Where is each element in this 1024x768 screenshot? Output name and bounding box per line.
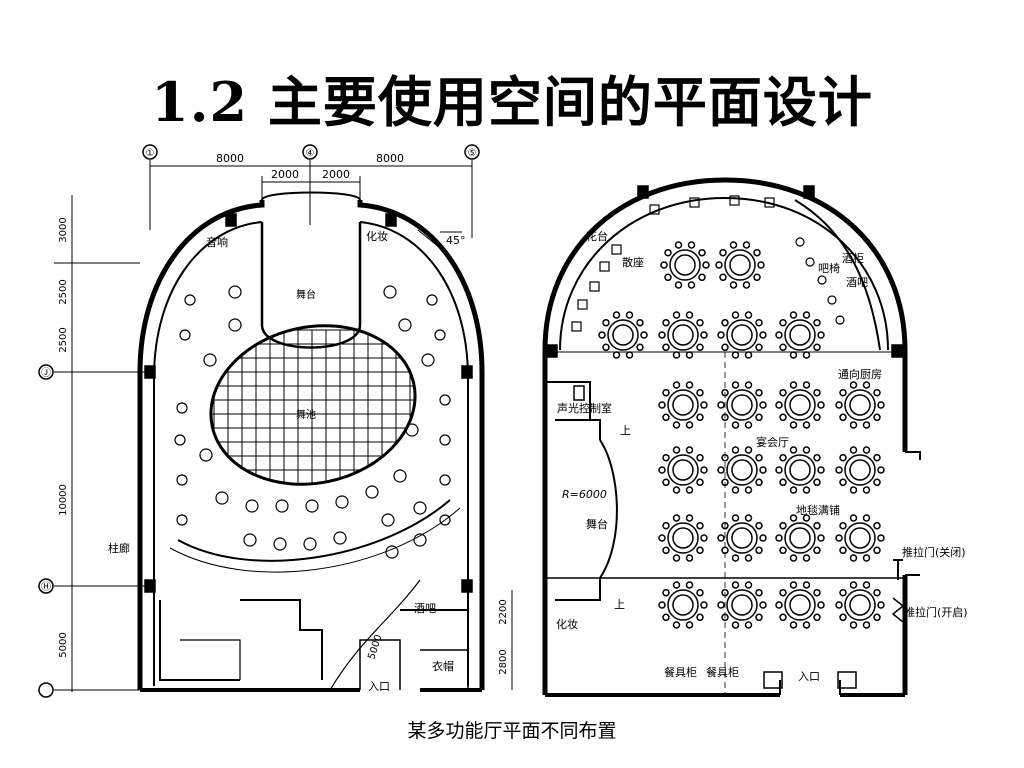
label-makeup: 化妆 (366, 229, 388, 243)
label-colonnade: 柱廊 (108, 541, 130, 555)
banquet-round-table (835, 381, 885, 429)
axis-label-4: ④ (306, 148, 315, 159)
label-entrance: 入口 (798, 670, 820, 683)
label-banquet-hall: 宴会厅 (756, 435, 789, 449)
banquet-round-table (717, 311, 767, 359)
axis-bubble-h (38, 578, 54, 594)
slide-title: 1.2 主要使用空间的平面设计 (151, 70, 873, 134)
banquet-round-table (775, 311, 825, 359)
banquet-round-table (835, 446, 885, 494)
label-sliding-closed: 推拉门(关闭) (902, 545, 966, 559)
label-cabinet-2: 餐具柜 (706, 665, 739, 679)
label-stage: 舞台 (586, 517, 608, 531)
banquet-round-table (658, 446, 708, 494)
banquet-round-table (717, 381, 767, 429)
dim-top-2: 2000 (271, 168, 299, 181)
banquet-round-table (598, 311, 648, 359)
label-sound: 音响 (206, 235, 228, 249)
banquet-round-table (658, 381, 708, 429)
banquet-round-table (775, 381, 825, 429)
left-plan-labels: ① ④ ⑤ Ⓙ Ⓗ 8000 2000 2000 8000 3000 2500 … (41, 148, 509, 693)
label-makeup: 化妆 (556, 617, 578, 631)
axis-label-j: Ⓙ (41, 367, 51, 379)
banquet-round-table (717, 446, 767, 494)
label-dance-floor: 舞池 (296, 408, 316, 421)
label-carpet: 地毯满铺 (796, 503, 840, 517)
banquet-round-table (658, 514, 708, 562)
label-bar: 酒吧 (414, 602, 436, 615)
dim-right-1: 2200 (498, 599, 509, 624)
banquet-round-table (775, 581, 825, 629)
axis-bubble-5 (464, 144, 480, 160)
axis-bubble-j (38, 364, 54, 380)
dim-side-5: 5000 (58, 632, 69, 657)
banquet-round-table (775, 446, 825, 494)
banquet-round-table (835, 581, 885, 629)
banquet-round-table (658, 581, 708, 629)
axis-label-1: ① (146, 148, 155, 159)
label-loose-seats: 散座 (622, 255, 644, 269)
banquet-round-table (835, 514, 885, 562)
label-sliding-open: 推拉门(开启) (904, 605, 968, 619)
label-bar: 酒吧 (846, 276, 868, 289)
label-bar-chairs: 吧椅 (818, 261, 840, 275)
figure-caption: 某多功能厅平面不同布置 (407, 720, 617, 742)
dim-top-4: 8000 (376, 152, 404, 165)
banquet-round-table (660, 241, 710, 289)
banquet-round-table (717, 581, 767, 629)
banquet-round-table (715, 241, 765, 289)
right-floor-plan (542, 177, 921, 697)
label-to-kitchen: 通向厨房 (838, 367, 882, 381)
angle-label: 45° (446, 234, 466, 247)
banquet-round-table (658, 311, 708, 359)
right-plan-labels: 花台 散座 酒柜 吧椅 酒吧 通向厨房 声光控制室 上 宴会厅 R=6000 舞… (556, 229, 968, 683)
dim-side-4: 10000 (58, 484, 69, 516)
label-up-1: 上 (620, 424, 631, 437)
dim-top-1: 8000 (216, 152, 244, 165)
label-flower-stand: 花台 (586, 229, 608, 243)
label-entrance: 入口 (368, 680, 390, 693)
label-stage: 舞台 (296, 288, 316, 301)
label-av-room: 声光控制室 (557, 401, 612, 415)
dim-side-2: 2500 (58, 279, 69, 304)
axis-bubble-1 (142, 144, 158, 160)
label-radius: R=6000 (562, 488, 607, 501)
banquet-round-table (775, 514, 825, 562)
dim-side-3: 2500 (58, 327, 69, 352)
label-wine-cabinet: 酒柜 (842, 252, 864, 265)
banquet-round-table (717, 514, 767, 562)
axis-label-h: Ⓗ (41, 581, 51, 593)
dim-top-3: 2000 (322, 168, 350, 181)
dim-side-1: 3000 (58, 217, 69, 242)
dim-right-2: 2800 (498, 649, 509, 674)
left-floor-plan (38, 144, 513, 698)
label-cabinet-1: 餐具柜 (664, 665, 697, 679)
axis-bubble-bottom (38, 682, 54, 698)
label-cloakroom: 衣帽 (432, 659, 454, 673)
axis-label-5: ⑤ (468, 148, 477, 159)
label-up-2: 上 (614, 598, 625, 611)
axis-bubble-4 (302, 144, 318, 160)
